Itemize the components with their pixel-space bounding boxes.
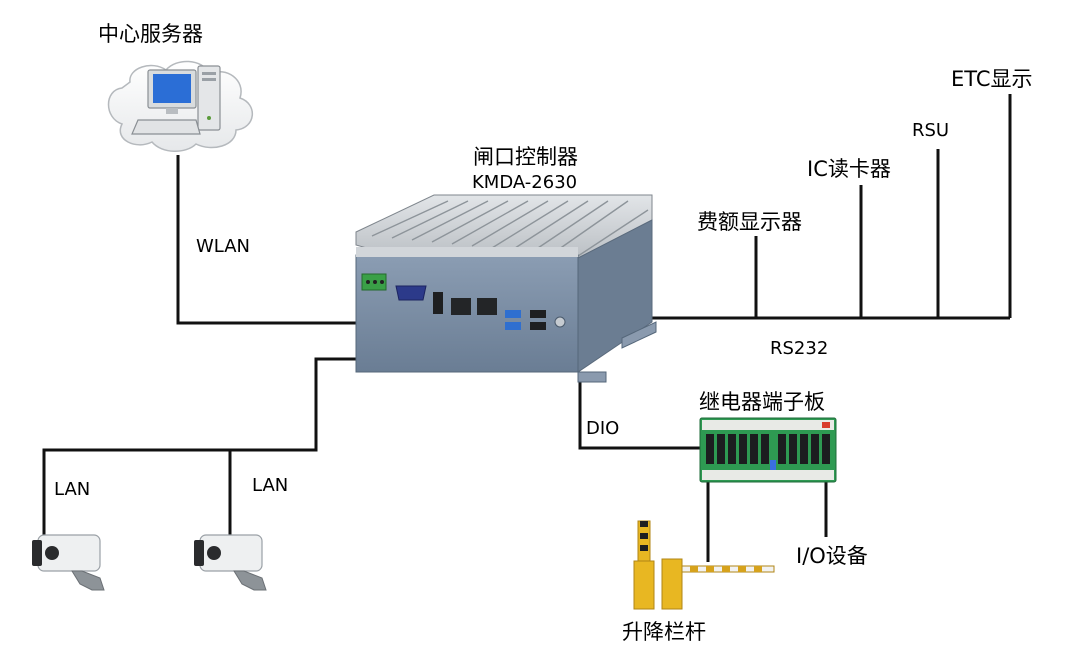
ic-reader-label: IC读卡器 (807, 157, 891, 181)
etc-display-label: ETC显示 (951, 67, 1033, 91)
io-device-label: I/O设备 (796, 544, 868, 568)
controller-icon (355, 194, 657, 383)
controller-name-label: 闸口控制器 (473, 145, 578, 169)
relay-board-icon (699, 417, 837, 483)
rsu-label: RSU (912, 120, 950, 141)
barrier-gate-label: 升降栏杆 (622, 620, 706, 644)
fee-display-label: 费额显示器 (697, 210, 802, 234)
relay-board-label: 继电器端子板 (699, 390, 825, 414)
dio-label: DIO (586, 418, 620, 439)
rs232-label: RS232 (770, 338, 829, 359)
wlan-label: WLAN (196, 236, 251, 257)
dio-wire (578, 382, 700, 450)
wlan-wire (176, 155, 360, 325)
server-label: 中心服务器 (98, 22, 203, 46)
lan-label-right: LAN (252, 475, 289, 496)
server-icon (107, 60, 253, 152)
barrier-gate-icon (633, 520, 775, 610)
camera-icon-left (32, 534, 105, 591)
lan-trunk-wire (42, 357, 470, 535)
camera-icon-right (194, 534, 267, 591)
controller-model-label: KMDA-2630 (472, 172, 578, 193)
lan-label-left: LAN (54, 479, 91, 500)
